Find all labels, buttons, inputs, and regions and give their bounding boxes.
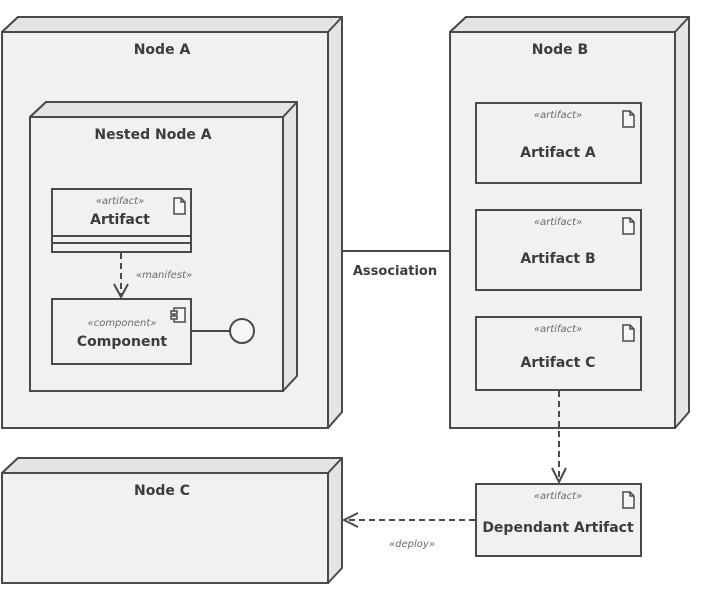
- dependant-artifact-name: Dependant Artifact: [482, 520, 634, 536]
- deploy-dependency[interactable]: «deploy»: [341, 512, 475, 550]
- artifact-a-name: Artifact A: [520, 145, 596, 161]
- manifest-label: «manifest»: [136, 270, 192, 281]
- artifact-box: [51, 188, 192, 253]
- association-label: Association: [353, 264, 437, 279]
- artifact-c-box: [475, 316, 642, 391]
- artifact-c-stereotype: «artifact»: [534, 324, 582, 335]
- association-link[interactable]: Association: [342, 250, 450, 279]
- dependant-artifact-element[interactable]: «artifact» Dependant Artifact: [475, 483, 642, 557]
- artifact-b-stereotype: «artifact»: [534, 217, 582, 228]
- component-icon: [170, 307, 186, 323]
- node-c-3d-top: [1, 457, 343, 474]
- node-a-3d-top: [1, 16, 343, 33]
- document-icon: [622, 217, 635, 235]
- deploy-label: «deploy»: [389, 539, 435, 550]
- dependency-arrowhead: [551, 467, 567, 485]
- document-icon: [173, 197, 186, 215]
- artifact-stereotype: «artifact»: [96, 196, 144, 207]
- artifact-a-element[interactable]: «artifact» Artifact A: [475, 102, 642, 184]
- artifact-name: Artifact: [90, 212, 150, 228]
- manifest-dependency[interactable]: «manifest»: [113, 253, 192, 300]
- artifact-b-element[interactable]: «artifact» Artifact B: [475, 209, 642, 291]
- nested-node-a-3d-top: [29, 101, 298, 118]
- document-icon: [622, 110, 635, 128]
- node-c-title: Node C: [134, 483, 190, 499]
- node-c-face: [1, 472, 329, 584]
- artifact-element[interactable]: «artifact» Artifact: [51, 188, 192, 253]
- component-element[interactable]: «component» Component: [51, 298, 192, 365]
- node-b-title: Node B: [532, 42, 588, 58]
- artifact-b-name: Artifact B: [520, 251, 595, 267]
- provided-interface-icon: [229, 318, 255, 344]
- dependant-artifact-stereotype: «artifact»: [534, 491, 582, 502]
- nested-node-a[interactable]: Nested Node A: [29, 101, 298, 392]
- document-icon: [622, 491, 635, 509]
- node-c[interactable]: Node C: [1, 457, 343, 584]
- artifact-b-box: [475, 209, 642, 291]
- artifact-c-name: Artifact C: [521, 355, 596, 371]
- dependency-artifact-c[interactable]: [551, 391, 567, 485]
- manifest-arrowhead: [113, 283, 129, 300]
- artifact-a-box: [475, 102, 642, 184]
- document-icon: [622, 324, 635, 342]
- nested-node-a-title: Nested Node A: [94, 127, 211, 143]
- artifact-c-element[interactable]: «artifact» Artifact C: [475, 316, 642, 391]
- deploy-arrowhead: [341, 512, 359, 528]
- node-b-3d-top: [449, 16, 690, 33]
- dependant-artifact-box: [475, 483, 642, 557]
- component-name: Component: [77, 334, 168, 350]
- artifact-a-stereotype: «artifact»: [534, 110, 582, 121]
- component-box: [51, 298, 192, 365]
- provided-interface[interactable]: [191, 318, 255, 344]
- node-a-title: Node A: [134, 42, 191, 58]
- component-stereotype: «component»: [88, 318, 157, 329]
